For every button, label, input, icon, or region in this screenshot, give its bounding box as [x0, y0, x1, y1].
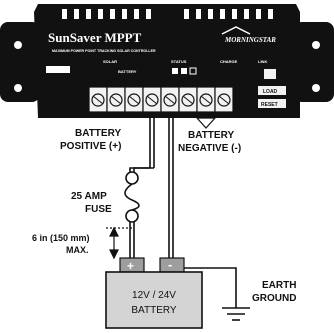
- terminal-block: [88, 86, 234, 113]
- battery-minus-symbol: -: [168, 257, 172, 272]
- battery: + - 12V / 24V BATTERY: [105, 257, 203, 329]
- fuse-label-1: 25 AMP: [71, 191, 107, 202]
- wires: [129, 112, 237, 308]
- morningstar-logo-mark: [221, 26, 251, 35]
- max-distance-label-2: MAX.: [66, 245, 89, 255]
- led-status-3: [189, 67, 197, 75]
- battery-plus-symbol: +: [127, 259, 134, 273]
- right-mount-hole-top: [312, 41, 320, 49]
- earth-ground-wire: [182, 267, 237, 308]
- reset-button-label: RESET: [261, 102, 278, 108]
- heat-sink-fins: [62, 9, 273, 19]
- right-mount-hole-bottom: [312, 84, 320, 92]
- max-distance-dimension: [106, 226, 134, 260]
- battery-body-label: BATTERY: [131, 305, 177, 316]
- reset-button: [258, 99, 286, 108]
- right-mounting-flange: [294, 22, 334, 102]
- battery-negative-label-1: BATTERY: [188, 130, 234, 141]
- earth-ground-symbol: [222, 307, 250, 321]
- negative-callout-pointer: [195, 117, 217, 129]
- fuse-label-2: FUSE: [85, 204, 112, 215]
- max-distance-label-1: 6 in (150 mm): [32, 233, 90, 243]
- solar-label: SOLAR: [103, 59, 117, 64]
- load-button: [258, 86, 286, 95]
- load-button-label: LOAD: [263, 89, 278, 95]
- left-mount-hole-bottom: [14, 84, 22, 92]
- fuse-25-amp: [124, 171, 140, 223]
- battery-voltage: 12V / 24V: [132, 290, 176, 301]
- link-port: [264, 69, 276, 79]
- brand-name: SunSaver MPPT: [48, 30, 142, 45]
- battery-positive-label-1: BATTERY: [75, 128, 121, 139]
- led-status-2: [181, 68, 187, 74]
- left-badge: [46, 66, 70, 73]
- brand-tagline: MAXIMUM POWER POINT TRACKING SOLAR CONTR…: [52, 49, 156, 53]
- battery-body: [105, 271, 203, 329]
- link-label: LINK: [258, 59, 267, 64]
- battery-positive-label-2: POSITIVE (+): [60, 141, 121, 152]
- left-mount-hole-top: [14, 41, 22, 49]
- left-mounting-flange: [0, 22, 40, 102]
- charge-controller: SunSaver MPPT MAXIMUM POWER POINT TRACKI…: [0, 4, 334, 118]
- morningstar-logo: MORNINGSTAR: [224, 36, 276, 44]
- earth-ground-label-1: EARTH: [262, 280, 296, 291]
- battery-negative-label-2: NEGATIVE (-): [178, 143, 241, 154]
- status-label: STATUS: [171, 59, 187, 64]
- earth-ground-label-2: GROUND: [252, 293, 296, 304]
- led-status-1: [172, 68, 178, 74]
- charge-label: CHARGE: [220, 59, 238, 64]
- battery-small-label: BATTERY: [118, 69, 137, 74]
